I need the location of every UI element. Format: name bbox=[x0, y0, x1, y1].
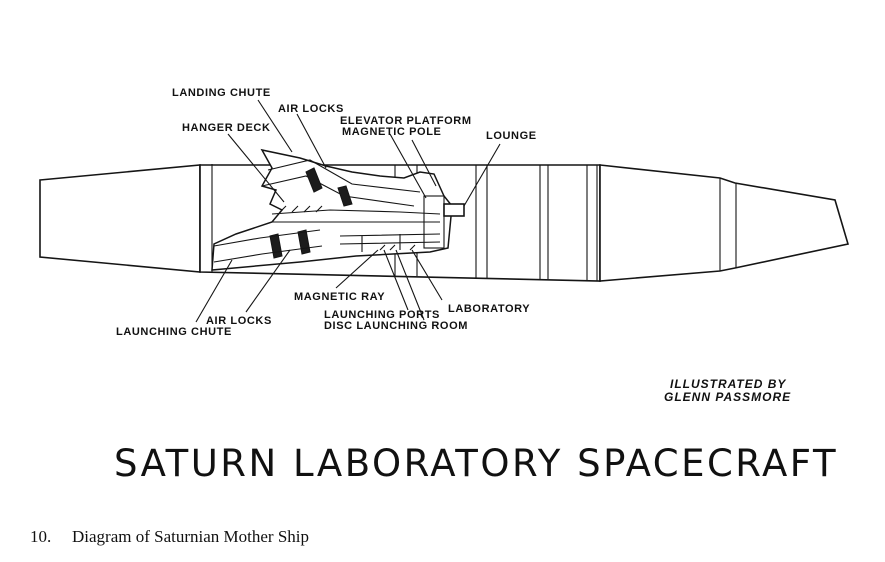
label-air-locks-bottom: AIR LOCKS bbox=[206, 315, 272, 327]
label-launching-chute: LAUNCHING CHUTE bbox=[116, 326, 232, 338]
label-lounge: LOUNGE bbox=[486, 130, 537, 142]
air-lock-upper-1 bbox=[305, 167, 323, 193]
laboratory-decks bbox=[339, 233, 441, 252]
label-landing-chute: LANDING CHUTE bbox=[172, 87, 271, 99]
label-magnetic-ray: MAGNETIC RAY bbox=[294, 291, 385, 303]
label-hanger-deck: HANGER DECK bbox=[182, 122, 271, 134]
air-lock-upper-2 bbox=[337, 185, 353, 207]
label-laboratory: LABORATORY bbox=[448, 303, 530, 315]
leader-lines bbox=[195, 99, 501, 323]
label-magnetic-pole: MAGNETIC POLE bbox=[342, 126, 441, 138]
right-tail-cone bbox=[599, 164, 850, 282]
elevator-shaft bbox=[423, 195, 445, 249]
interior-hatching bbox=[279, 205, 416, 251]
launching-chute-tube bbox=[213, 229, 323, 263]
label-elevator-platform: ELEVATOR PLATFORM bbox=[340, 115, 472, 127]
hanger-deck-platform bbox=[271, 209, 441, 223]
magnetic-pole bbox=[443, 203, 465, 217]
figure-number: 10. bbox=[30, 527, 51, 546]
left-nose-cone bbox=[39, 164, 201, 273]
figure-caption: Diagram of Saturnian Mother Ship bbox=[72, 527, 309, 546]
landing-chute-tube bbox=[261, 159, 421, 207]
credit-line-1: ILLUSTRATED BY bbox=[670, 377, 786, 391]
diagram-title: SATURN LABORATORY SPACECRAFT bbox=[114, 442, 838, 485]
label-air-locks-top: AIR LOCKS bbox=[278, 103, 344, 115]
illustrator-credit: ILLUSTRATED BY GLENN PASSMORE bbox=[664, 377, 791, 404]
cutaway-interior bbox=[211, 148, 465, 271]
label-disc-launching-room: DISC LAUNCHING ROOM bbox=[324, 320, 468, 332]
credit-line-2: GLENN PASSMORE bbox=[664, 390, 791, 404]
label-launching-ports: LAUNCHING PORTS bbox=[324, 309, 440, 321]
